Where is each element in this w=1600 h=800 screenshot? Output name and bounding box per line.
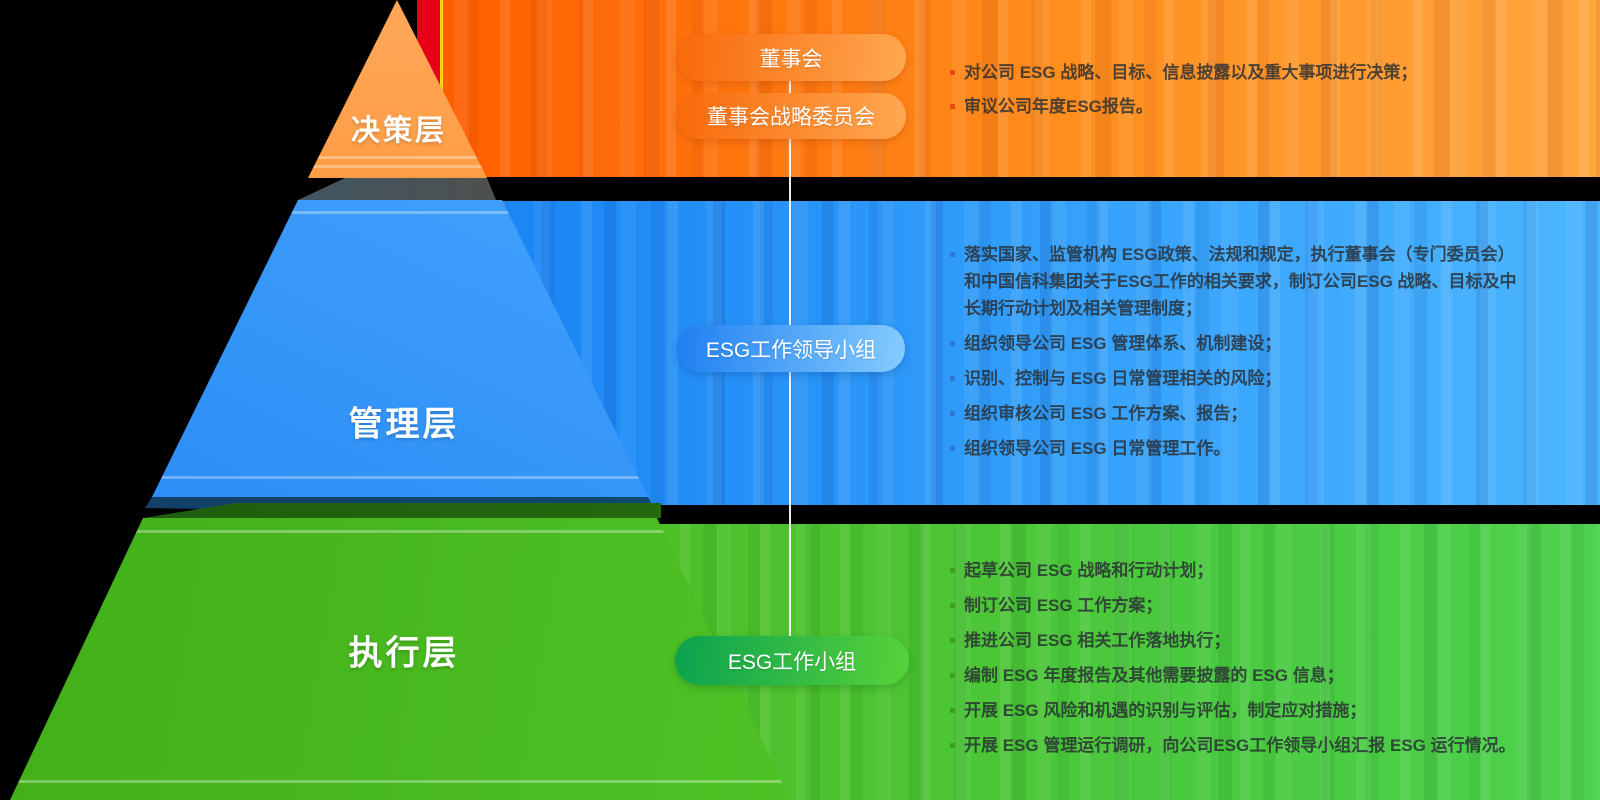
bullet-item: 推进公司 ESG 相关工作落地执行； <box>950 627 1600 654</box>
bullet-list-decision: 对公司 ESG 战略、目标、信息披露以及重大事项进行决策； 审议公司年度ESG报… <box>950 59 1590 127</box>
bullet-text: 组织领导公司 ESG 管理体系、机制建设； <box>964 334 1282 353</box>
pill-board-of-directors: 董事会 <box>676 34 906 81</box>
bullet-item: 组织领导公司 ESG 日常管理工作。 <box>950 435 1525 462</box>
pyramid-label-decision: 决策层 <box>350 115 448 147</box>
bullet-item: 开展 ESG 管理运行调研，向公司ESG工作领导小组汇报 ESG 运行情况。 <box>950 732 1600 759</box>
bullet-text: 组织审核公司 ESG 工作方案、报告； <box>964 404 1248 423</box>
highlight-line <box>152 211 648 214</box>
connector-line-strategy-to-leading <box>789 139 791 325</box>
bullet-text: 对公司 ESG 战略、目标、信息披露以及重大事项进行决策； <box>964 63 1418 82</box>
bullet-item: 制订公司 ESG 工作方案； <box>950 592 1600 619</box>
pyramid-label-execution: 执行层 <box>348 634 460 673</box>
bullet-text: 组织领导公司 ESG 日常管理工作。 <box>964 439 1231 458</box>
bullet-item: 开展 ESG 风险和机遇的识别与评估，制定应对措施； <box>950 697 1600 724</box>
pyramid-label-management: 管理层 <box>348 405 460 444</box>
bullet-text: 起草公司 ESG 战略和行动计划； <box>964 561 1214 580</box>
bullet-item: 组织领导公司 ESG 管理体系、机制建设； <box>950 330 1525 357</box>
bullet-item: 对公司 ESG 战略、目标、信息披露以及重大事项进行决策； <box>950 59 1590 86</box>
highlight-line <box>308 165 487 168</box>
bullet-item: 审议公司年度ESG报告。 <box>950 93 1590 120</box>
connector-line-board-to-strategy <box>789 81 791 93</box>
band-decision <box>417 0 1600 177</box>
highlight-line <box>10 530 790 533</box>
bullet-item: 起草公司 ESG 战略和行动计划； <box>950 557 1600 584</box>
highlight-line <box>308 156 487 159</box>
bullet-text: 推进公司 ESG 相关工作落地执行； <box>964 631 1231 650</box>
pill-board-strategy-committee: 董事会战略委员会 <box>676 93 906 139</box>
connector-line-leading-to-workgroup <box>789 372 791 636</box>
bullet-text: 制订公司 ESG 工作方案； <box>964 596 1163 615</box>
bullet-text: 开展 ESG 管理运行调研，向公司ESG工作领导小组汇报 ESG 运行情况。 <box>964 736 1516 755</box>
bullet-list-management: 落实国家、监管机构 ESG政策、法规和规定，执行董事会（专门委员会） 和中国信科… <box>950 241 1525 470</box>
bullet-text: 识别、控制与 ESG 日常管理相关的风险； <box>964 369 1282 388</box>
pill-esg-work-group: ESG工作小组 <box>675 636 909 685</box>
highlight-line <box>152 476 648 479</box>
bullet-list-execution: 起草公司 ESG 战略和行动计划； 制订公司 ESG 工作方案； 推进公司 ES… <box>950 557 1600 767</box>
bullet-item: 编制 ESG 年度报告及其他需要披露的 ESG 信息； <box>950 662 1600 689</box>
bullet-text: 落实国家、监管机构 ESG政策、法规和规定，执行董事会（专门委员会） 和中国信科… <box>964 245 1517 318</box>
pill-esg-leading-group: ESG工作领导小组 <box>677 325 905 372</box>
bullet-item: 识别、控制与 ESG 日常管理相关的风险； <box>950 365 1525 392</box>
highlight-line <box>10 780 790 783</box>
bullet-text: 编制 ESG 年度报告及其他需要披露的 ESG 信息； <box>964 666 1344 685</box>
bullet-text: 审议公司年度ESG报告。 <box>964 97 1153 116</box>
bullet-text: 开展 ESG 风险和机遇的识别与评估，制定应对措施； <box>964 701 1367 720</box>
bullet-item: 组织审核公司 ESG 工作方案、报告； <box>950 400 1525 427</box>
bullet-item: 落实国家、监管机构 ESG政策、法规和规定，执行董事会（专门委员会） 和中国信科… <box>950 241 1525 322</box>
